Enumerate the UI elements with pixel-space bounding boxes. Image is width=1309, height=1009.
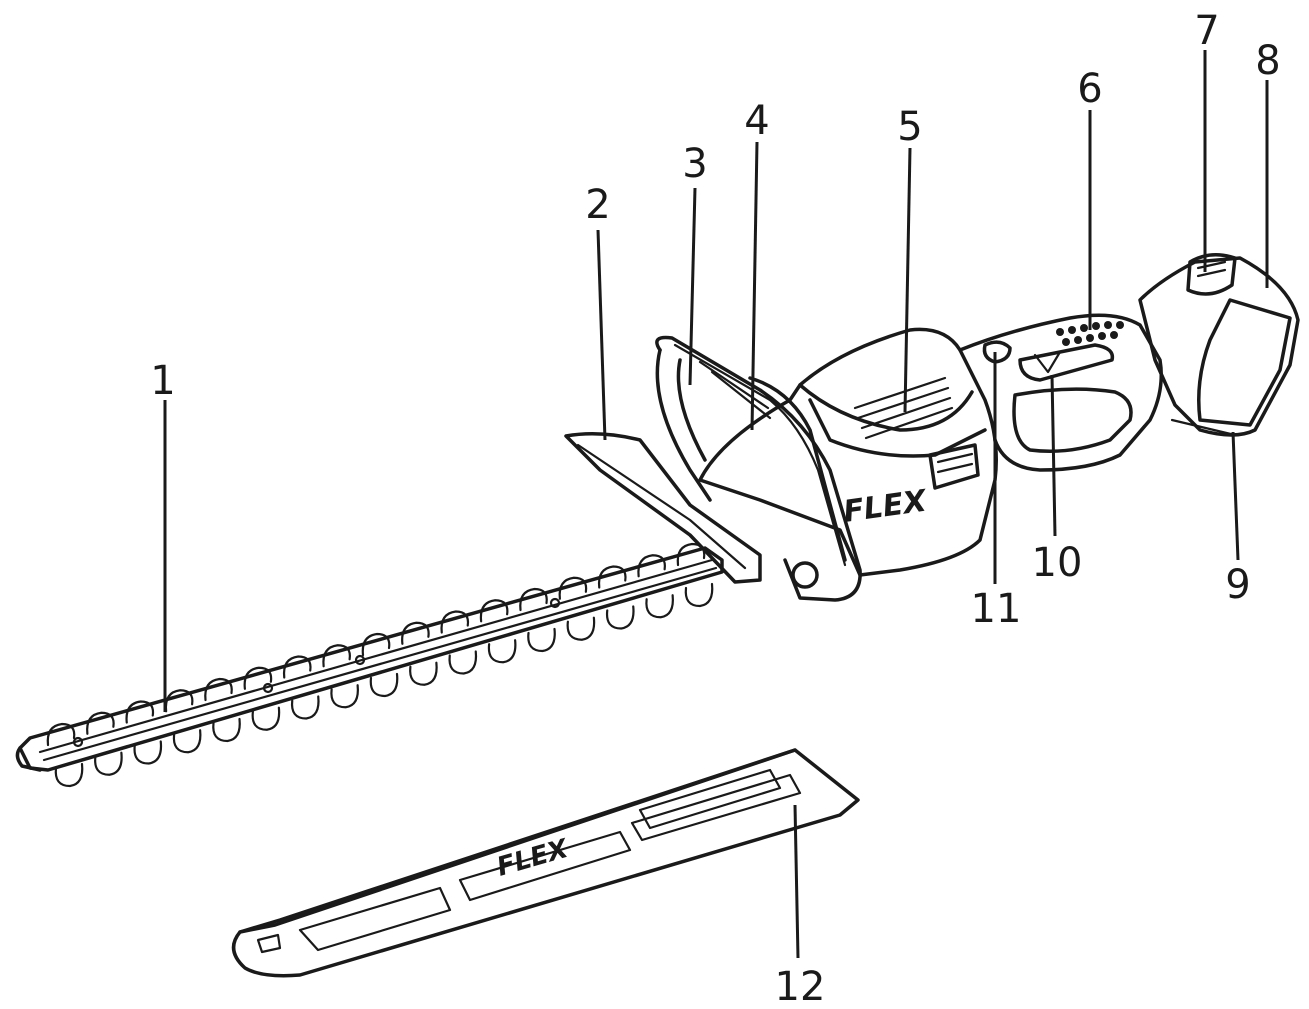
blade-tooth [133, 740, 163, 765]
blade-tip [15, 746, 42, 772]
blade-tooth [558, 576, 588, 600]
blade-tooth [401, 621, 430, 645]
blade-tooth [448, 650, 478, 675]
callout-numbers: 1 2 3 4 5 6 7 8 9 10 11 12 [150, 8, 1280, 1009]
blade-tooth [290, 695, 320, 720]
blade-assembly [15, 542, 724, 788]
blade-tooth [440, 610, 470, 634]
callout-number: 2 [585, 182, 610, 228]
leader-2 [596, 229, 607, 441]
blade-rivet [72, 736, 84, 748]
callout-number: 8 [1255, 38, 1280, 84]
leader-12 [793, 804, 800, 959]
blade-tooth [172, 729, 202, 754]
blade-tooth [605, 605, 635, 630]
blade-tooth [684, 582, 714, 608]
leader-10 [1050, 374, 1057, 537]
cover-logo: FLEX [494, 833, 573, 882]
blade-tooth [125, 700, 155, 724]
blade-tooth [204, 677, 233, 702]
leader-3 [688, 187, 697, 386]
blade-tooth [566, 616, 596, 641]
blade-tooth [409, 661, 438, 686]
leader-4 [750, 141, 759, 431]
blade-tooth [487, 639, 517, 664]
callout-number: 1 [150, 358, 175, 404]
grip-texture [1056, 321, 1124, 346]
blade-tooth [330, 684, 359, 709]
leader-9 [1231, 431, 1240, 561]
blade-tooth [597, 565, 627, 589]
blade-center-line [38, 558, 714, 754]
blade-tooth [212, 717, 241, 743]
blade-tooth [251, 706, 281, 731]
callout-number: 6 [1077, 66, 1102, 112]
blade-rivet [262, 682, 274, 694]
blade-tooth [94, 751, 123, 776]
blade-lower-teeth [54, 582, 714, 788]
callout-number: 7 [1194, 8, 1219, 54]
blade-cover: FLEX [231, 748, 860, 978]
blade-tooth [361, 632, 391, 657]
callout-number: 11 [971, 586, 1022, 632]
callout-number: 3 [682, 141, 707, 187]
callout-number: 12 [775, 964, 826, 1009]
battery-pack [1138, 253, 1300, 437]
blade-rivet [549, 597, 561, 609]
blade-tooth [637, 554, 666, 578]
blade-tooth [243, 666, 273, 690]
blade-tooth [54, 762, 84, 788]
front-handle [655, 335, 862, 602]
blade-tooth [369, 672, 399, 698]
blade-tooth [645, 594, 674, 619]
callout-number: 4 [744, 98, 769, 144]
callout-number: 5 [897, 104, 922, 150]
blade-tooth [164, 689, 194, 713]
callout-number: 10 [1032, 540, 1083, 586]
blade-rivet [354, 654, 366, 666]
blade-tooth [519, 587, 548, 612]
hand-guard [564, 432, 762, 584]
blade-tooth [527, 627, 556, 653]
blade-tooth [86, 711, 115, 735]
blade-tooth [46, 722, 76, 747]
motor-housing: FLEX [698, 327, 998, 577]
callout-leaders [163, 50, 1269, 959]
callout-number: 9 [1225, 562, 1250, 608]
housing-logo: FLEX [841, 483, 930, 530]
blade-center-line-2 [42, 566, 718, 762]
leader-5 [903, 147, 912, 413]
blade-tooth [322, 644, 351, 668]
blade-upper-teeth [46, 542, 706, 747]
rear-handle [958, 313, 1163, 472]
blade-tooth [479, 599, 509, 623]
blade-tooth [282, 655, 312, 679]
